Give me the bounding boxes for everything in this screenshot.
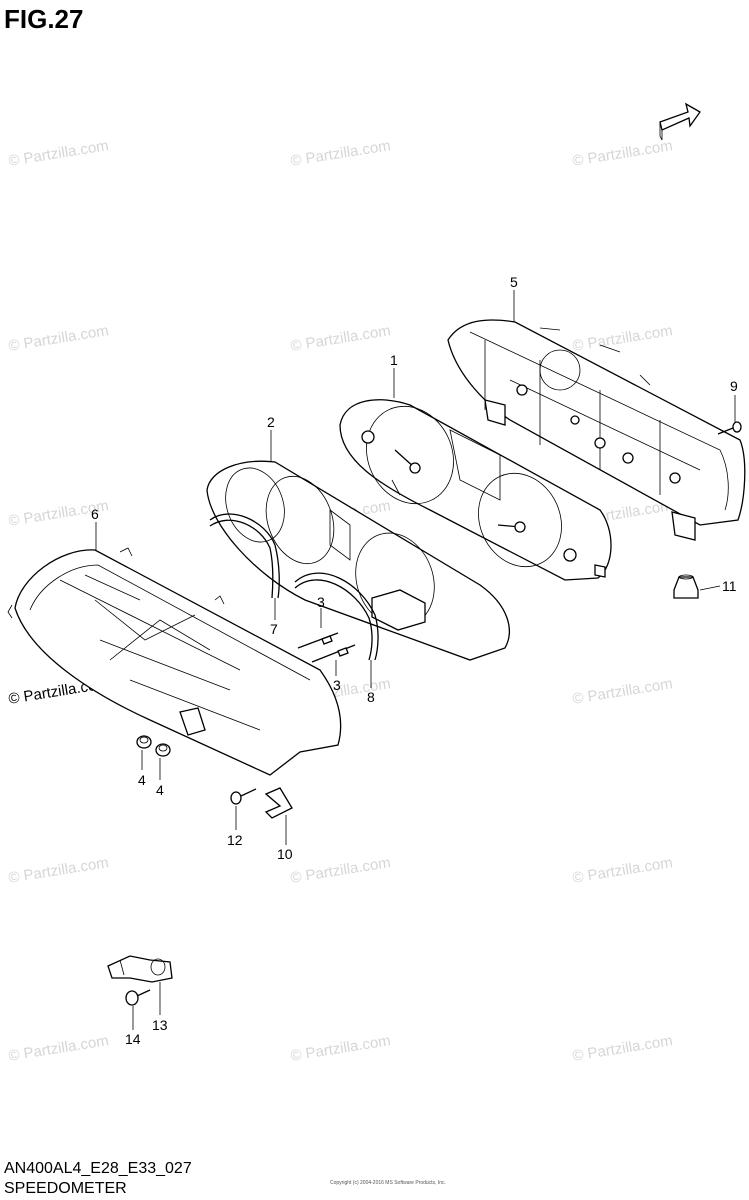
part-12-screw	[230, 788, 257, 805]
figure-title: FIG.27	[4, 4, 84, 34]
part-13-speed-sensor	[107, 955, 173, 983]
callout-8: 8	[367, 689, 375, 705]
part-14-bolt	[125, 989, 151, 1006]
callout-10: 10	[277, 846, 293, 862]
figure-caption: SPEEDOMETER	[4, 1180, 127, 1197]
part-7-lens-ring	[209, 513, 280, 599]
part-11-cap	[673, 574, 699, 599]
part-4-grommet	[136, 735, 152, 749]
copyright-fine-print: Copyright (c) 2004-2016 MS Software Prod…	[330, 1180, 446, 1186]
part-5-rear-housing	[447, 319, 746, 541]
callout-7: 7	[270, 621, 278, 637]
callout-4: 4	[156, 782, 164, 798]
callout-3: 3	[333, 677, 341, 693]
callout-6: 6	[91, 506, 99, 522]
callout-12: 12	[227, 832, 243, 848]
part-9-screw	[717, 421, 742, 435]
part-1-gauge-face	[339, 399, 612, 581]
part-3-bulb	[297, 632, 356, 663]
model-code: AN400AL4_E28_E33_027	[4, 1160, 192, 1177]
part-6-front-cover	[7, 547, 342, 776]
callout-5: 5	[510, 274, 518, 290]
callout-14: 14	[125, 1031, 141, 1047]
part-10-bracket	[264, 787, 293, 819]
callout-2: 2	[267, 414, 275, 430]
part-8-lens-ring	[294, 572, 379, 661]
callout-1: 1	[390, 352, 398, 368]
part-4-grommet	[155, 743, 171, 757]
callout-4: 4	[138, 772, 146, 788]
callout-3: 3	[317, 594, 325, 610]
fwd-arrow-icon	[659, 102, 701, 141]
callout-13: 13	[152, 1017, 168, 1033]
callout-11: 11	[722, 578, 737, 594]
part-2-bezel	[206, 460, 510, 661]
leader-lines	[95, 290, 736, 1030]
callout-9: 9	[730, 378, 738, 394]
